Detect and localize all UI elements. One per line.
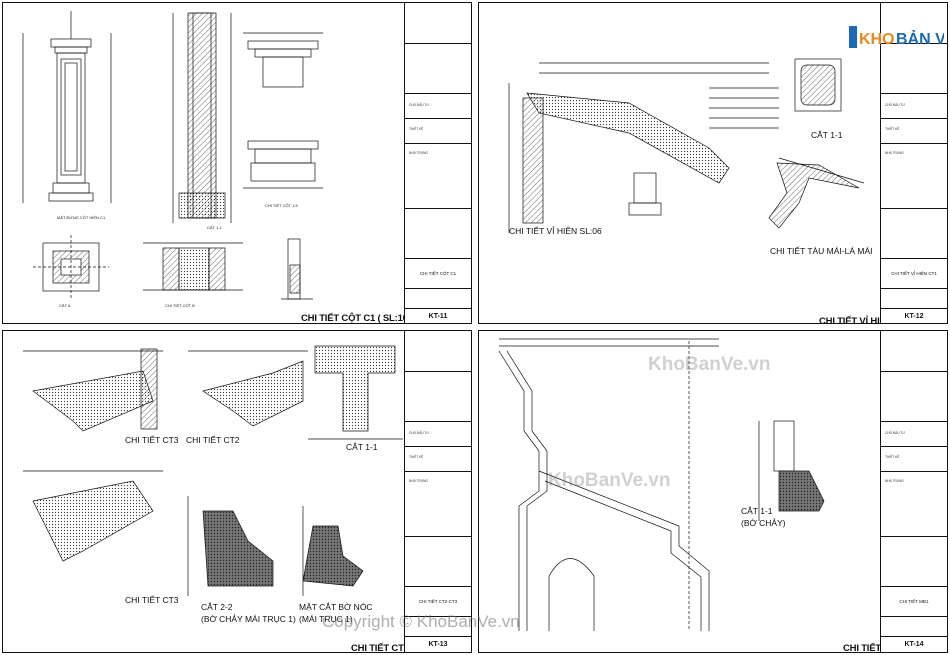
- tb-drawing-title: CHI TIẾT VỈ HIÊN CT1: [891, 271, 937, 276]
- sheet-column-detail: MẶT ĐỨNG CỘT HIÊN C1 CẮT 1-1 CẮT A CHI T…: [2, 2, 472, 324]
- sheet-number: KT-11: [428, 313, 448, 320]
- label-section-1-1: CẮT 1-1: [346, 442, 378, 452]
- label-ct3-b: CHI TIẾT CT3: [125, 595, 179, 605]
- section-1-1-gutter: [758, 420, 825, 521]
- tb-project: NHÀ TRUNG: [885, 151, 904, 155]
- ct2-detail: [188, 350, 308, 427]
- tb-project: NHÀ TRUNG: [409, 479, 428, 483]
- ct3-detail-a: [23, 348, 163, 432]
- title-block: CHỦ ĐẦU TƯ THIẾT KẾ NHÀ TRUNG CHI TIẾT V…: [880, 3, 947, 323]
- tb-design: THIẾT KẾ: [885, 455, 900, 459]
- ct3-detail-b: [23, 470, 163, 562]
- label-ridge-section: MẶT CẮT BỜ NÓC: [299, 602, 373, 612]
- eave-section: [508, 62, 779, 233]
- tb-project: NHÀ TRUNG: [409, 151, 428, 155]
- ct2-ct3-drawing: [23, 345, 403, 596]
- tb-design: THIẾT KẾ: [409, 127, 424, 131]
- ridge-section: [302, 506, 364, 596]
- title-block: CHỦ ĐẦU TƯ THIẾT KẾ NHÀ TRUNG CHI TIẾT M…: [880, 331, 947, 652]
- tb-drawing-title: CHI TIẾT CT2-CT3: [418, 599, 458, 604]
- tb-drawing-title: CHI TIẾT CỘT C1: [419, 271, 457, 276]
- label-section-1-1: CẮT 1-1: [811, 130, 843, 140]
- label-section-a: CẮT 1-1: [207, 225, 222, 230]
- section-2-2: [187, 496, 274, 596]
- label-eave-detail: CHI TIẾT VỈ HIÊN SL:06: [509, 226, 602, 236]
- tb-design: THIẾT KẾ: [885, 127, 900, 131]
- sheet-number: KT-12: [904, 313, 924, 320]
- title-block: CHỦ ĐẦU TƯ THIẾT KẾ NHÀ TRUNG CHI TIẾT C…: [404, 331, 471, 652]
- section-1-1: [794, 58, 842, 112]
- sheet-eave-detail: CHI TIẾT VỈ HIÊN SL:06 CẮT 1-1 CHI TIẾT …: [478, 2, 948, 324]
- copyright-watermark: Copyright © KhoBanVe.vn: [322, 612, 520, 631]
- label-ct2: CHI TIẾT CT2: [186, 435, 240, 445]
- watermark-middle: KhoBanVe.vn: [548, 470, 671, 491]
- sheet-title: CHI TIẾT MĐ1: [843, 643, 903, 653]
- md1-drawing: [498, 338, 825, 631]
- column-plan: [33, 235, 109, 299]
- tb-owner: CHỦ ĐẦU TƯ: [885, 431, 906, 435]
- label-section-c: CHI TIẾT CỘT B: [165, 303, 195, 308]
- gable-outline: [498, 338, 719, 631]
- eave-detail-drawing: [508, 58, 865, 233]
- sheet-title: CHI TIẾT CỘT C1 ( SL:10 CỘT): [301, 313, 433, 324]
- profile-detail: [281, 238, 313, 300]
- label-section-d: CHI TIẾT CỘT 1:5: [265, 203, 298, 208]
- sheet-title: CHI TIẾT VỈ HIÊN CT1: [819, 316, 913, 324]
- section-1-1-b: [308, 345, 403, 440]
- tb-owner: CHỦ ĐẦU TƯ: [409, 431, 430, 435]
- label-section-2-2: CẮT 2-2: [201, 602, 233, 612]
- column-detail-drawing: [22, 11, 323, 300]
- label-section-1-1: CẮT 1-1: [741, 506, 773, 516]
- sheet-ct2-ct3-detail: CHI TIẾT CT3 CHI TIẾT CT2 CẮT 1-1 CHI TI…: [2, 330, 472, 653]
- label-section-2-2-sub: (BỜ CHẢY MÁI TRỤC 1): [201, 614, 296, 624]
- label-elevation: MẶT ĐỨNG CỘT HIÊN C1: [57, 215, 106, 220]
- logo: KHO BẢN VẼ: [849, 24, 944, 52]
- svg-text:BẢN VẼ: BẢN VẼ: [896, 28, 944, 48]
- tb-owner: CHỦ ĐẦU TƯ: [409, 103, 430, 107]
- tb-project: NHÀ TRUNG: [885, 479, 904, 483]
- label-section-b: CẮT A: [59, 303, 71, 308]
- column-section: [172, 12, 232, 223]
- title-block: CHỦ ĐẦU TƯ THIẾT KẾ NHÀ TRUNG CHI TIẾT C…: [404, 3, 471, 323]
- watermark-top: KhoBanVe.vn: [648, 354, 771, 375]
- sheet-title: CHI TIẾT CT2-CT3: [351, 643, 430, 653]
- capital-detail: [243, 32, 323, 189]
- tb-owner: CHỦ ĐẦU TƯ: [885, 103, 906, 107]
- column-elevation: [22, 11, 112, 203]
- tb-drawing-title: CHI TIẾT MĐ1: [899, 599, 929, 604]
- label-section-1-1-sub: (BỜ CHẢY): [741, 518, 786, 528]
- foundation-section: [143, 242, 243, 291]
- label-tile-detail: CHI TIẾT TÀU MÁI-LÁ MÁI: [770, 246, 873, 256]
- sheet-md1-detail: CẮT 1-1 (BỜ CHẢY) CHI TIẾT MĐ1 CHỦ ĐẦU T…: [478, 330, 948, 653]
- svg-text:KHO: KHO: [859, 31, 895, 48]
- sheet-number: KT-14: [904, 641, 924, 648]
- eave-tile-detail: [768, 157, 865, 229]
- label-ridge-section-sub: (MÁI TRỤC 1): [299, 614, 353, 624]
- sheet-number: KT-13: [428, 641, 448, 648]
- tb-design: THIẾT KẾ: [409, 455, 424, 459]
- label-ct3-a: CHI TIẾT CT3: [125, 435, 179, 445]
